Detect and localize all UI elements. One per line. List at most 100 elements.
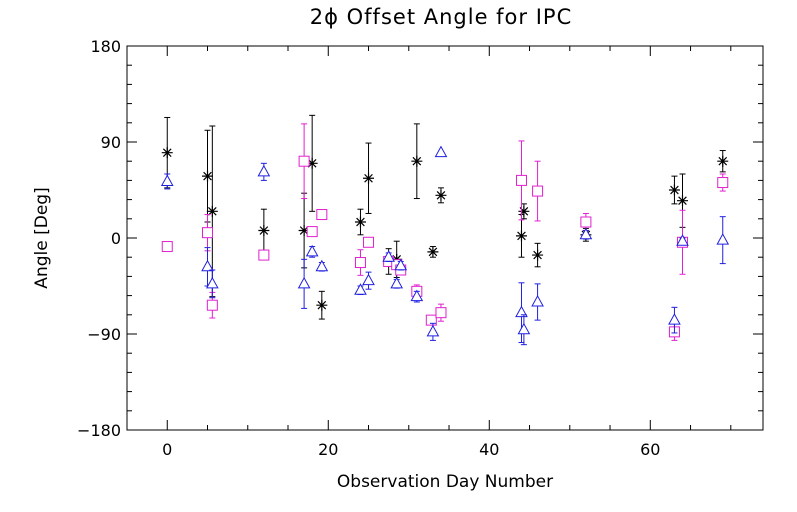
triangle-marker (305, 244, 319, 257)
square-marker (354, 257, 366, 269)
triangle-marker (315, 259, 329, 272)
square-point (515, 140, 527, 221)
triangle-point (354, 283, 367, 296)
triangle-marker (394, 258, 408, 271)
triangle-point (676, 234, 689, 246)
square-point (258, 249, 270, 261)
triangle-point (394, 258, 408, 271)
y-axis-label: Angle [Deg] (32, 187, 52, 288)
square-point (306, 226, 318, 238)
asterisk-point (518, 203, 530, 220)
triangle-point (297, 258, 311, 309)
square-marker (306, 226, 318, 238)
asterisk-marker (298, 225, 310, 237)
triangle-point (668, 306, 681, 334)
square-marker (202, 227, 214, 239)
triangle-marker (579, 227, 593, 240)
square-marker (316, 209, 328, 221)
triangle-point (426, 322, 440, 341)
asterisk-marker (316, 299, 328, 311)
square-point (717, 173, 729, 192)
square-marker (206, 299, 218, 311)
square-marker (258, 249, 270, 261)
asterisk-point (411, 123, 423, 200)
triangle-point (362, 271, 375, 290)
y-tick-label: 0 (111, 229, 121, 248)
triangle-point (434, 145, 448, 158)
square-point (354, 249, 366, 276)
x-tick-label: 0 (162, 440, 172, 459)
square-point (363, 236, 375, 248)
triangle-point (305, 244, 319, 258)
asterisk-marker (206, 205, 218, 217)
square-marker (435, 307, 447, 319)
triangle-marker (362, 273, 375, 286)
square-point (532, 160, 544, 222)
asterisk-marker (435, 189, 447, 201)
triangle-marker (716, 233, 730, 245)
triangle-marker (434, 145, 448, 158)
triangle-marker (205, 276, 219, 289)
triangle-marker (382, 250, 395, 262)
asterisk-marker (676, 195, 688, 207)
asterisk-marker (258, 225, 270, 237)
asterisk-marker (411, 155, 423, 167)
triangle-marker (410, 289, 424, 302)
asterisk-marker (515, 230, 527, 242)
asterisk-point (206, 125, 218, 298)
triangle-point (716, 216, 730, 265)
triangle-marker (297, 276, 311, 289)
asterisk-point (316, 290, 328, 320)
x-axis-label: Observation Day Number (337, 472, 553, 492)
triangle-point (160, 173, 174, 190)
triangle-marker (517, 322, 531, 335)
asterisk-point (306, 114, 318, 212)
asterisk-point (435, 187, 447, 204)
y-tick-label: −90 (87, 325, 121, 344)
square-point (298, 123, 310, 200)
triangle-marker (257, 164, 271, 177)
data-points (160, 114, 730, 346)
triangle-point (531, 283, 544, 321)
asterisk-marker (306, 157, 318, 169)
asterisk-marker (427, 246, 439, 258)
asterisk-point (363, 142, 375, 214)
y-tick-label: 180 (90, 37, 121, 56)
x-tick-label: 60 (640, 440, 660, 459)
square-point (316, 209, 328, 221)
triangle-marker (515, 305, 528, 318)
asterisk-point (354, 208, 366, 236)
triangle-point (382, 250, 395, 262)
triangle-marker (426, 324, 440, 337)
square-marker (298, 155, 310, 167)
triangle-point (257, 162, 271, 181)
asterisk-marker (532, 249, 544, 261)
triangle-marker (668, 313, 681, 325)
y-tick-label: 90 (101, 133, 121, 152)
x-tick-label: 40 (479, 440, 499, 459)
triangle-point (410, 289, 424, 303)
asterisk-marker (717, 155, 729, 167)
triangle-marker (531, 294, 544, 307)
asterisk-point (532, 242, 544, 268)
triangle-point (205, 269, 219, 299)
triangle-marker (676, 234, 689, 246)
square-marker (363, 236, 375, 248)
triangle-point (579, 227, 593, 240)
square-marker (580, 216, 592, 228)
square-point (202, 214, 214, 252)
asterisk-marker (202, 170, 214, 182)
triangle-marker (354, 283, 367, 295)
asterisk-marker (161, 147, 173, 159)
asterisk-marker (363, 172, 375, 184)
square-marker (161, 241, 173, 253)
square-marker (425, 314, 437, 326)
asterisk-marker (518, 205, 530, 217)
asterisk-point (717, 150, 729, 173)
square-marker (515, 174, 527, 186)
chart-title: 2ϕ Offset Angle for IPC (310, 5, 572, 29)
asterisk-marker (354, 216, 366, 228)
triangle-point (390, 276, 404, 289)
